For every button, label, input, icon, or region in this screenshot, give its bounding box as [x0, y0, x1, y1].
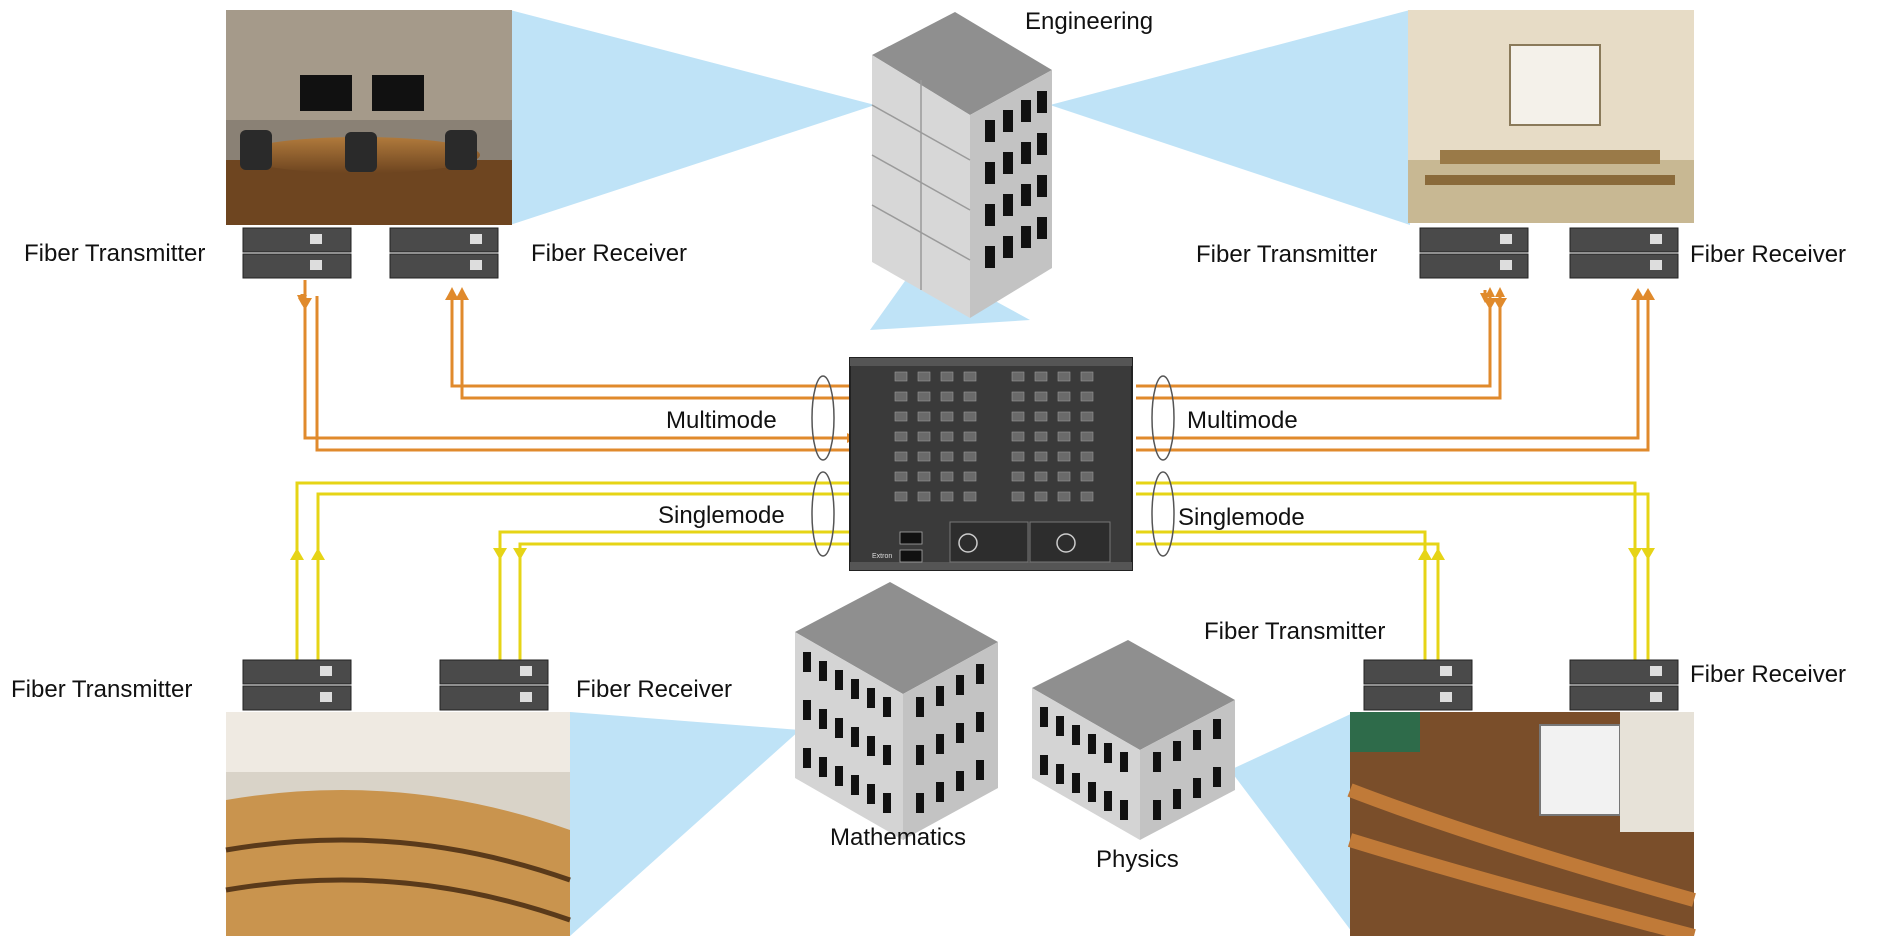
br-receiver-label: Fiber Receiver [1690, 661, 1847, 688]
physics-label: Physics [1096, 846, 1179, 873]
multimode-label-left: Multimode [666, 407, 777, 434]
lecture-room-photo-top-right [1408, 10, 1694, 223]
singlemode-label-left: Singlemode [658, 502, 785, 529]
bl-receiver-label: Fiber Receiver [576, 676, 733, 703]
singlemode-label-right: Singlemode [1178, 504, 1305, 531]
coverage-beams [510, 10, 1410, 936]
lecture-hall-photo-bottom-right [1347, 712, 1696, 936]
tl-receiver-label: Fiber Receiver [531, 240, 688, 267]
fiber-bundle-rings [811, 375, 1175, 557]
fiber-matrix-switcher: Extron [849, 357, 1133, 571]
matrix-brand-logo: Extron [872, 553, 892, 560]
multimode-label-right: Multimode [1187, 407, 1298, 434]
singlemode-fiber-runs [295, 481, 1650, 670]
conference-room-photo-top-left [226, 10, 512, 225]
tl-transmitter-label: Fiber Transmitter [24, 240, 206, 267]
fiber-unit-bl-receiver [439, 659, 549, 711]
fiber-unit-tl-receiver [389, 227, 499, 279]
fiber-unit-br-receiver [1569, 659, 1679, 711]
engineering-label: Engineering [1025, 8, 1154, 35]
multimode-fiber-runs [297, 280, 1650, 452]
singlemode-arrows [290, 548, 1655, 560]
mathematics-label: Mathematics [830, 824, 967, 851]
auditorium-photo-bottom-left [225, 712, 571, 936]
fiber-unit-bl-transmitter [242, 659, 352, 711]
mathematics-building [795, 582, 998, 840]
tr-transmitter-label: Fiber Transmitter [1196, 241, 1378, 268]
fiber-unit-tr-transmitter [1419, 227, 1529, 279]
matrix-ports [894, 371, 1094, 502]
engineering-building [871, 12, 1052, 318]
multimode-arrows [298, 288, 1655, 310]
tr-receiver-label: Fiber Receiver [1690, 241, 1847, 268]
bl-transmitter-label: Fiber Transmitter [11, 676, 193, 703]
physics-building [1032, 640, 1235, 840]
fiber-unit-tl-transmitter [242, 227, 352, 279]
fiber-unit-tr-receiver [1569, 227, 1679, 279]
br-transmitter-label: Fiber Transmitter [1204, 618, 1386, 645]
fiber-unit-br-transmitter [1363, 659, 1473, 711]
